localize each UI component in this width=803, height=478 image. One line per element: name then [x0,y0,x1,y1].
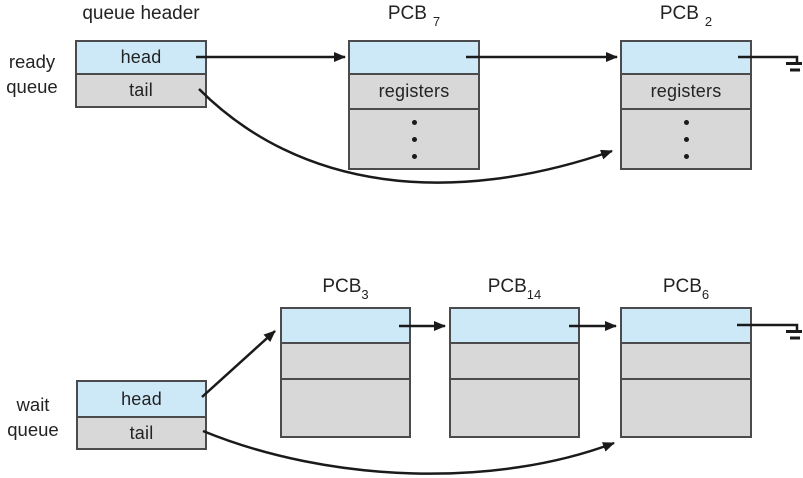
ready-tail-cell: tail [77,73,205,106]
pcb3-body-cell [282,378,409,436]
pcb6-body-cell [622,378,750,436]
ellipsis-dot [683,136,689,142]
pcb6-box [620,307,752,438]
ready-queue-header-box: head tail [75,40,207,108]
wait-head-cell: head [78,382,205,416]
pcb14-link-cell [451,309,578,342]
pcb2-box: registers [620,40,752,170]
pcb14-field-cell [451,342,578,378]
pcb6-label: PCB6 [662,276,710,302]
wait-queue-header-box: head tail [76,380,207,450]
ellipsis-dot [411,153,417,159]
pcb6-link-cell [622,309,750,342]
pcb7-ellipsis-cell [350,108,478,168]
pcb2-ellipsis-cell [622,108,750,168]
pcb3-box [280,307,411,438]
ellipsis-dot [683,153,689,159]
pcb14-label: PCB14 [487,276,542,302]
pcb2-registers-cell: registers [622,73,750,108]
pcb3-link-cell [282,309,409,342]
pcb14-body-cell [451,378,578,436]
wait-tail-cell: tail [78,416,205,448]
pcb2-link-cell [622,42,750,73]
pcb3-label: PCB3 [322,276,369,302]
wait-head-to-pcb3-arrow [201,330,276,398]
pcb6-field-cell [622,342,750,378]
ready-queue-side-label: ready queue [6,51,58,97]
pcb7-link-cell [350,42,478,73]
pcb14-box [449,307,580,438]
wait-queue-side-label: wait queue [7,394,59,440]
pcb7-registers-cell: registers [350,73,478,108]
pcb7-box: registers [348,40,480,170]
ellipsis-dot [411,136,417,142]
ready-head-cell: head [77,42,205,73]
ellipsis-dot [683,119,689,125]
queue-header-title: queue header [82,3,200,24]
pcb3-field-cell [282,342,409,378]
ellipsis-dot [411,119,417,125]
